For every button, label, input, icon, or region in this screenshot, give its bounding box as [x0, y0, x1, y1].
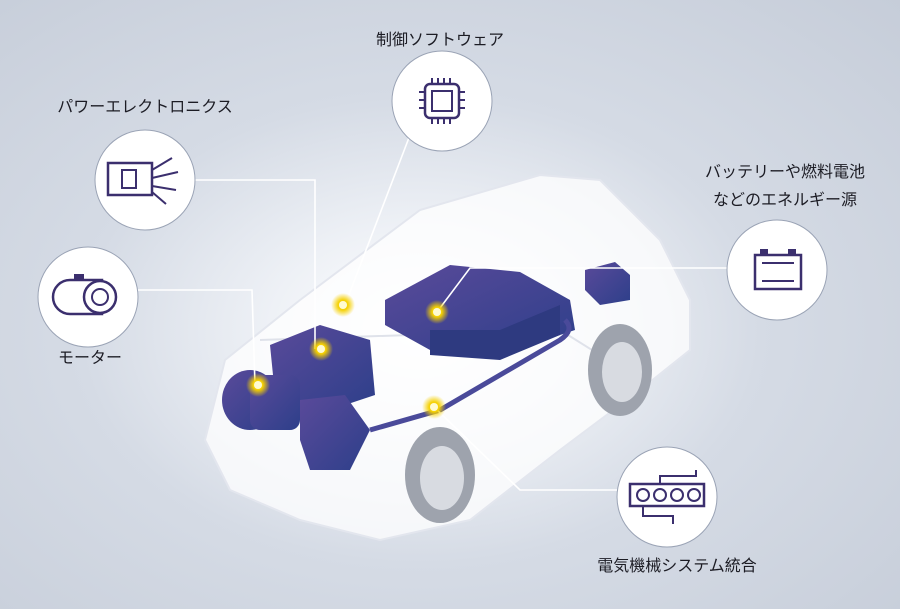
battery-icon: [726, 219, 828, 321]
label-power-electronics: パワーエレクトロニクス: [57, 97, 233, 116]
label-control-software: 制御ソフトウェア: [375, 30, 505, 49]
chip-icon: [391, 50, 493, 152]
powertrain-blocks: [222, 325, 375, 470]
label-energy-line2: などのエネルギー源: [712, 190, 858, 209]
label-energy-line1: バッテリーや燃料電池: [704, 162, 866, 181]
label-motor: モーター: [57, 348, 123, 367]
motor-icon: [37, 246, 139, 348]
leader-lines: [137, 134, 728, 491]
connector-icon: [616, 446, 718, 548]
label-integration: 電気機械システム統合: [597, 556, 757, 575]
battery-pack: [385, 262, 630, 360]
hotspots: [246, 293, 449, 419]
circuit-board-icon: [94, 129, 196, 231]
